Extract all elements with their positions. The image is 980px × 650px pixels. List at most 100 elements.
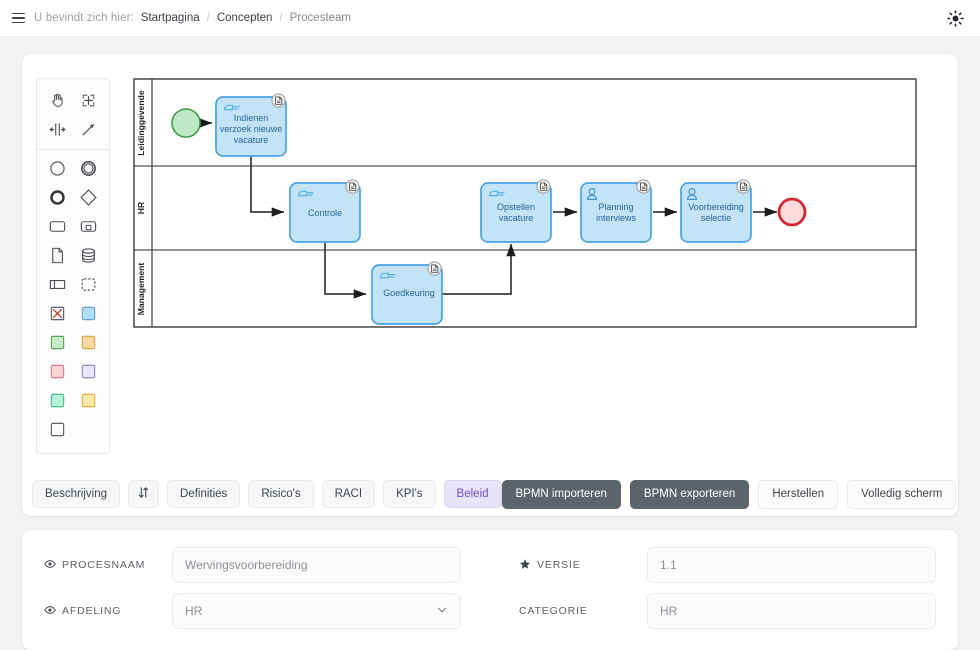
bpmn-task-goedkeuring[interactable]: Goedkeuring	[371, 261, 443, 325]
sun-icon[interactable]	[944, 7, 966, 29]
end-event-icon[interactable]	[46, 186, 69, 209]
label-text: CATEGORIE	[519, 605, 588, 617]
bpmn-start-event[interactable]	[171, 108, 201, 138]
swatch-green-icon[interactable]	[46, 331, 69, 354]
label-text: AFDELING	[62, 605, 122, 617]
manual-task-icon	[297, 190, 314, 197]
bpmn-task-opstellen-vacature[interactable]: Opstellen vacature	[480, 179, 552, 243]
flow-t1-t2[interactable]	[250, 156, 285, 217]
task-label: Controle	[308, 208, 342, 218]
bpmn-importeren-button[interactable]: BPMN importeren	[501, 479, 621, 509]
breadcrumb-item-concepten[interactable]: Concepten	[216, 12, 273, 24]
volledig-scherm-button[interactable]: Volledig scherm	[847, 479, 957, 509]
herstellen-button[interactable]: Herstellen	[758, 479, 839, 509]
palette-row	[37, 386, 109, 415]
field-versie: VERSIE 1.1	[519, 546, 936, 584]
swatch-white-icon[interactable]	[46, 418, 69, 441]
palette-row	[37, 115, 109, 144]
palette-group-shapes	[37, 149, 109, 449]
pool-icon[interactable]	[46, 273, 69, 296]
palette-empty-slot	[77, 418, 100, 441]
procesnaam-input[interactable]: Wervingsvoorbereiding	[172, 547, 461, 583]
lasso-tool-icon[interactable]	[77, 89, 100, 112]
user-task-icon	[586, 187, 598, 200]
bpmn-palette	[36, 78, 110, 454]
bpmn-diagram: Leidinggevende HR Management	[133, 78, 917, 328]
intermediate-event-icon[interactable]	[77, 157, 100, 180]
afdeling-select[interactable]: HR	[172, 593, 461, 629]
task-label: Opstellen	[497, 202, 535, 212]
gateway-icon[interactable]	[77, 186, 100, 209]
field-procesnaam: PROCESNAAM Wervingsvoorbereiding	[44, 546, 461, 584]
manual-task-icon	[488, 190, 505, 197]
palette-group-tools	[37, 82, 109, 149]
document-badge-icon	[536, 179, 551, 194]
delete-shape-icon[interactable]	[46, 302, 69, 325]
toolbar-row: Beschrijving Definities Risico's RACI KP…	[22, 474, 958, 514]
tab-beleid[interactable]: Beleid	[443, 480, 502, 508]
task-label: Goedkeuring	[383, 288, 435, 298]
label-categorie: CATEGORIE	[519, 605, 647, 617]
space-tool-icon[interactable]	[46, 118, 69, 141]
swatch-yellow-icon[interactable]	[77, 389, 100, 412]
label-text: VERSIE	[537, 559, 581, 571]
bpmn-exporteren-button[interactable]: BPMN exporteren	[629, 479, 750, 509]
breadcrumb-lead: U bevindt zich hier:	[34, 12, 134, 24]
hand-tool-icon[interactable]	[46, 89, 69, 112]
afdeling-selected-value: HR	[185, 604, 203, 618]
bpmn-task-indienen-verzoek-nieuwe-vacature[interactable]: Indienen verzoek nieuwe vacature	[215, 93, 287, 157]
group-icon[interactable]	[77, 273, 100, 296]
palette-row	[37, 183, 109, 212]
task-label: Voorbereiding	[688, 202, 744, 212]
document-badge-icon	[636, 179, 651, 194]
task-label: selectie	[701, 213, 732, 223]
tab-group: Beschrijving Definities Risico's RACI KP…	[32, 480, 502, 508]
task-label: Indienen	[234, 113, 269, 123]
palette-row	[37, 328, 109, 357]
palette-row	[37, 241, 109, 270]
label-procesnaam: PROCESNAAM	[44, 558, 172, 573]
top-bar: U bevindt zich hier: Startpagina / Conce…	[0, 0, 980, 37]
tab-raci[interactable]: RACI	[321, 480, 376, 508]
manual-task-icon	[223, 104, 240, 111]
hamburger-icon[interactable]	[12, 12, 25, 24]
bpmn-task-planning-interviews[interactable]: Planning interviews	[580, 179, 652, 243]
tab-definities[interactable]: Definities	[167, 480, 241, 508]
bpmn-canvas[interactable]: Leidinggevende HR Management	[120, 78, 942, 492]
action-button-group: BPMN importeren BPMN exporteren Herstell…	[501, 479, 957, 509]
data-object-icon[interactable]	[46, 244, 69, 267]
swatch-purple-icon[interactable]	[77, 360, 100, 383]
breadcrumb-item-startpagina[interactable]: Startpagina	[140, 12, 200, 24]
tab-sort[interactable]	[128, 480, 159, 508]
breadcrumb: Startpagina / Concepten / Procesteam	[141, 12, 351, 24]
connect-tool-icon[interactable]	[77, 118, 100, 141]
start-event-icon[interactable]	[46, 157, 69, 180]
bpmn-end-event[interactable]	[777, 197, 807, 227]
palette-row	[37, 415, 109, 444]
document-badge-icon	[736, 179, 751, 194]
swatch-teal-icon[interactable]	[46, 389, 69, 412]
breadcrumb-separator: /	[279, 12, 283, 24]
document-badge-icon	[271, 93, 286, 108]
subprocess-icon[interactable]	[77, 215, 100, 238]
categorie-input[interactable]: HR	[647, 593, 936, 629]
swatch-blue-icon[interactable]	[77, 302, 100, 325]
swatch-orange-icon[interactable]	[77, 331, 100, 354]
palette-row	[37, 299, 109, 328]
label-text: PROCESNAAM	[62, 559, 146, 571]
flow-t2-t3[interactable]	[324, 243, 367, 299]
swatch-red-icon[interactable]	[46, 360, 69, 383]
data-store-icon[interactable]	[77, 244, 100, 267]
lane-label-hr: HR	[136, 201, 146, 214]
bpmn-task-controle[interactable]: Controle	[289, 179, 361, 243]
tab-beschrijving[interactable]: Beschrijving	[32, 480, 120, 508]
task-label: interviews	[596, 213, 637, 223]
task-label: verzoek nieuwe	[220, 124, 283, 134]
task-label: vacature	[234, 135, 269, 145]
bpmn-task-voorbereiding-selectie[interactable]: Voorbereiding selectie	[680, 179, 752, 243]
palette-row	[37, 212, 109, 241]
tab-kpis[interactable]: KPI's	[383, 480, 436, 508]
tab-risicos[interactable]: Risico's	[248, 480, 314, 508]
task-icon[interactable]	[46, 215, 69, 238]
versie-input[interactable]: 1.1	[647, 547, 936, 583]
